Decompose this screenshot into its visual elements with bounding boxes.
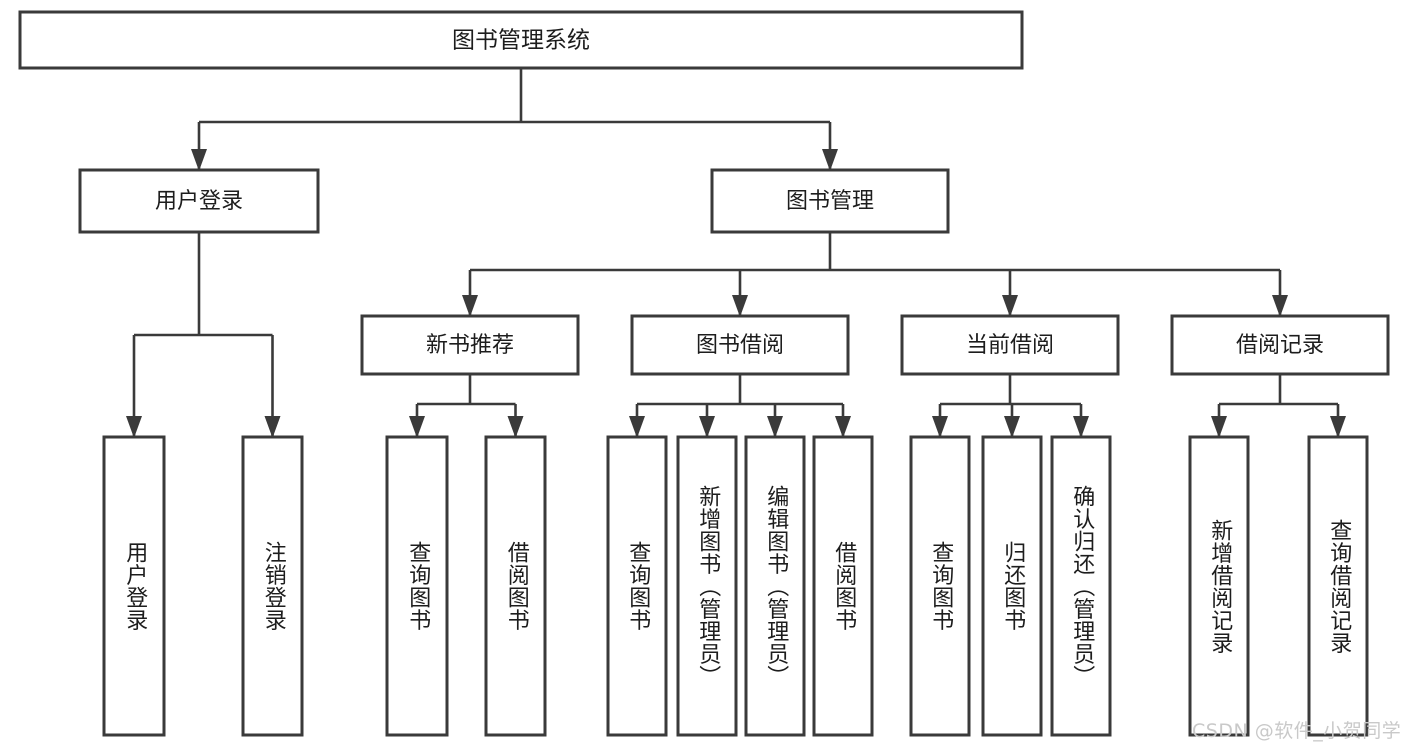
node-leaf-edit-book-admin[interactable] [744, 435, 806, 737]
arrow-head-icon [1330, 416, 1346, 438]
arrow-head-icon [822, 149, 838, 171]
node-leaf-rec-borrow-book[interactable] [484, 435, 547, 737]
node-box-leaf-confirm-return-admin[interactable] [1050, 435, 1112, 737]
node-label-root: 图书管理系统 [452, 28, 590, 54]
node-box-leaf-return-book[interactable] [981, 435, 1043, 737]
node-user-login[interactable]: 用户登录 [78, 168, 320, 234]
node-box-leaf-rec-borrow-book[interactable] [484, 435, 547, 737]
node-box-new-book-rec[interactable] [360, 314, 580, 376]
connector-layer [126, 68, 1346, 438]
node-label-current-borrow: 当前借阅 [966, 333, 1054, 358]
node-label-borrow-record: 借阅记录 [1236, 333, 1324, 358]
node-box-leaf-cur-query-book[interactable] [909, 435, 971, 737]
node-current-borrow[interactable]: 当前借阅 [900, 314, 1120, 376]
arrow-head-icon [699, 416, 715, 438]
node-leaf-cur-query-book[interactable] [909, 435, 971, 737]
node-label-user-login: 用户登录 [155, 189, 243, 214]
node-box-leaf-borrow-book[interactable] [812, 435, 874, 737]
arrow-head-icon [1004, 416, 1020, 438]
node-leaf-borrow-query-book[interactable] [606, 435, 668, 737]
node-box-user-login[interactable] [78, 168, 320, 234]
node-label-new-book-rec: 新书推荐 [426, 333, 514, 358]
arrow-head-icon [732, 295, 748, 317]
node-box-leaf-add-book-admin[interactable] [676, 435, 738, 737]
arrow-head-icon [1272, 295, 1288, 317]
node-leaf-user-login[interactable] [102, 435, 166, 737]
node-book-borrow[interactable]: 图书借阅 [630, 314, 850, 376]
arrow-head-icon [126, 416, 142, 438]
arrow-head-icon [409, 416, 425, 438]
arrow-head-icon [629, 416, 645, 438]
arrow-head-icon [462, 295, 478, 317]
node-box-leaf-user-login[interactable] [102, 435, 166, 737]
node-box-leaf-rec-query-book[interactable] [385, 435, 449, 737]
arrow-head-icon [932, 416, 948, 438]
node-root[interactable]: 图书管理系统 [18, 10, 1024, 70]
arrow-head-icon [767, 416, 783, 438]
node-box-book-manage[interactable] [710, 168, 950, 234]
arrow-head-icon [835, 416, 851, 438]
arrow-head-icon [191, 149, 207, 171]
node-label-book-manage: 图书管理 [786, 189, 874, 214]
arrow-head-icon [264, 416, 281, 438]
node-box-current-borrow[interactable] [900, 314, 1120, 376]
node-box-leaf-logout[interactable] [241, 435, 304, 737]
arrow-head-icon [1002, 295, 1018, 317]
node-leaf-query-borrow-record[interactable] [1307, 435, 1369, 737]
node-book-manage[interactable]: 图书管理 [710, 168, 950, 234]
node-box-borrow-record[interactable] [1170, 314, 1390, 376]
node-leaf-rec-query-book[interactable] [385, 435, 449, 737]
node-borrow-record[interactable]: 借阅记录 [1170, 314, 1390, 376]
node-label-book-borrow: 图书借阅 [696, 333, 784, 358]
node-leaf-borrow-book[interactable] [812, 435, 874, 737]
csdn-watermark: CSDN @软件_小贺同学 [1192, 720, 1402, 742]
arrow-head-icon [1073, 416, 1089, 438]
node-leaf-add-book-admin[interactable] [676, 435, 738, 737]
node-leaf-add-borrow-record[interactable] [1188, 435, 1250, 737]
node-box-root[interactable] [18, 10, 1024, 70]
node-box-leaf-add-borrow-record[interactable] [1188, 435, 1250, 737]
node-leaf-return-book[interactable] [981, 435, 1043, 737]
node-box-leaf-borrow-query-book[interactable] [606, 435, 668, 737]
arrow-head-icon [1211, 416, 1227, 438]
node-box-leaf-query-borrow-record[interactable] [1307, 435, 1369, 737]
arrow-head-icon [507, 416, 524, 438]
node-new-book-rec[interactable]: 新书推荐 [360, 314, 580, 376]
node-leaf-logout[interactable] [241, 435, 304, 737]
node-box-leaf-edit-book-admin[interactable] [744, 435, 806, 737]
node-box-book-borrow[interactable] [630, 314, 850, 376]
node-leaf-confirm-return-admin[interactable] [1050, 435, 1112, 737]
